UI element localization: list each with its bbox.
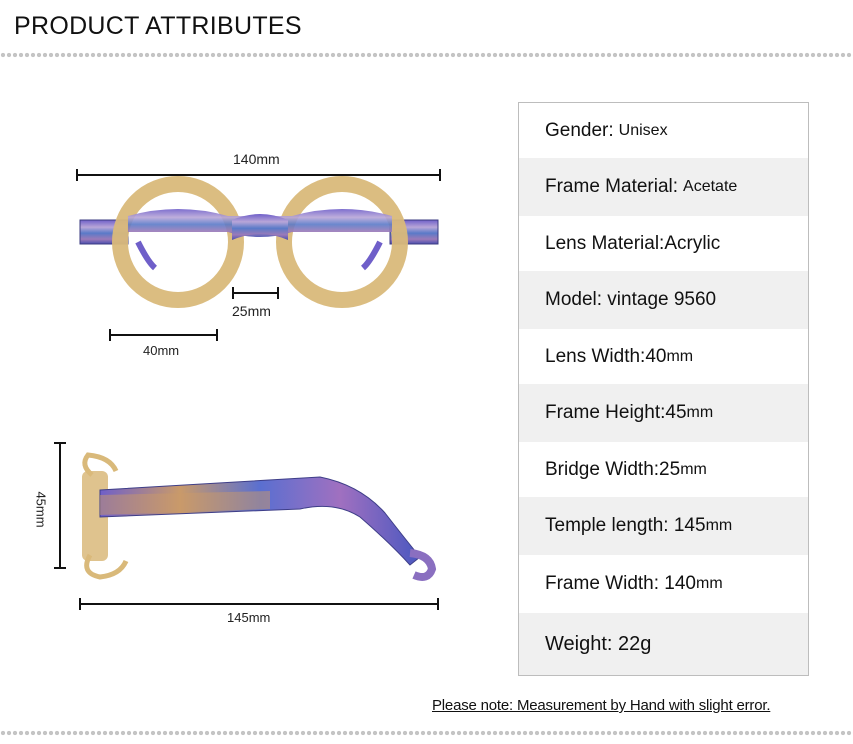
frame-height-label: 45mm <box>33 491 49 528</box>
spec-label: Bridge Width:25 <box>545 458 681 480</box>
frame-width-label: 140mm <box>233 151 280 167</box>
spec-row-model: Model: vintage 9560 <box>519 271 808 329</box>
glasses-side-view <box>54 442 439 610</box>
page-title: PRODUCT ATTRIBUTES <box>14 12 302 40</box>
spec-value: mm <box>705 517 733 534</box>
lens-width-label: 40mm <box>143 343 180 358</box>
glasses-front-view <box>76 169 441 341</box>
spec-label: Frame Width: 140 <box>545 573 696 594</box>
spec-row-gender: Gender: Unisex <box>519 103 808 158</box>
spec-label: Frame Material: <box>545 176 679 197</box>
spec-label: Weight: 22g <box>545 632 652 655</box>
spec-value: mm <box>680 460 707 478</box>
spec-value: mm <box>696 575 723 592</box>
spec-label: Temple length: 145 <box>545 515 706 536</box>
spec-row-lens-material: Lens Material:Acrylic <box>519 216 808 271</box>
spec-value: Unisex <box>618 121 668 139</box>
measurement-note: Please note: Measurement by Hand with sl… <box>432 697 771 714</box>
spec-label: Lens Material:Acrylic <box>545 232 721 254</box>
temple-length-dimension-line <box>79 598 439 610</box>
spec-label: Lens Width:40 <box>545 345 667 367</box>
dotted-divider-bottom <box>0 730 853 736</box>
spec-label: Model: vintage 9560 <box>545 289 717 310</box>
spec-row-frame-material: Frame Material: Acetate <box>519 158 808 216</box>
spec-label: Gender: <box>545 119 614 141</box>
temple-length-label: 145mm <box>227 610 271 625</box>
dotted-divider-top <box>0 52 853 58</box>
spec-value: mm <box>686 404 714 421</box>
bridge-width-dimension-line <box>232 287 279 299</box>
spec-label: Frame Height:45 <box>545 402 687 423</box>
lens-width-dimension-line <box>109 329 218 341</box>
spec-row-weight: Weight: 22g <box>519 613 808 675</box>
spec-table: Gender: Unisex Frame Material: Acetate L… <box>518 102 809 676</box>
bridge-width-label: 25mm <box>232 303 271 319</box>
spec-value: mm <box>666 347 694 365</box>
frame-height-dimension-line <box>54 442 66 569</box>
spec-value: Acetate <box>683 178 738 195</box>
frame-width-dimension-line <box>76 169 441 181</box>
